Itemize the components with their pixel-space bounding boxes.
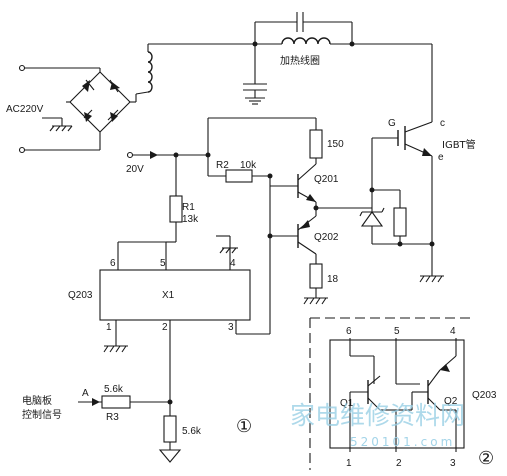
ic-x1: X1 Q203 6 5 4 1 2 3 — [68, 228, 271, 400]
resistor-r2: R2 10k — [207, 155, 273, 183]
resistor-18: 18 — [303, 254, 339, 305]
igbt-gate-label: G — [388, 118, 396, 129]
internal-pin-6: 6 — [346, 326, 352, 337]
ic-pin-4: 4 — [230, 258, 236, 269]
internal-q2-label: Q2 — [444, 396, 458, 407]
heating-coil-label: 加热线圈 — [280, 54, 320, 67]
igbt: G c e IGBT管 — [372, 118, 476, 283]
igbt-label: IGBT管 — [442, 138, 476, 151]
watermark: 家电维修资料网 520101.com — [290, 401, 465, 449]
resistor-150: 150 — [309, 129, 344, 164]
igbt-collector-label: c — [440, 118, 445, 129]
transistor-q202-label: Q202 — [314, 232, 339, 243]
resistor-r2-name: R2 — [216, 160, 229, 171]
resistor-r2-value: 10k — [240, 160, 257, 171]
input-node-label: A — [82, 388, 89, 399]
internal-q1-label: Q1 — [340, 398, 354, 409]
ac-input: AC220V — [6, 64, 73, 154]
resistor-r3-name: R3 — [106, 412, 119, 423]
resistor-r1: R1 13k — [169, 155, 199, 228]
transistor-q201: Q201 — [269, 163, 339, 236]
transistor-q201-label: Q201 — [314, 174, 339, 185]
internal-pin-2: 2 — [396, 458, 402, 469]
transistor-q202: Q202 — [267, 202, 339, 255]
resonant-capacitor — [254, 12, 353, 44]
resistor-pulldown-value: 5.6k — [182, 426, 202, 437]
ac-input-label: AC220V — [6, 104, 44, 115]
choke-inductor — [135, 43, 255, 95]
heating-coil: 加热线圈 — [255, 37, 433, 122]
gate-drive-network — [316, 138, 435, 247]
resistor-r1-name: R1 — [182, 202, 195, 213]
internal-ref-label: Q203 — [472, 390, 497, 401]
ic-pin-2: 2 — [162, 322, 168, 333]
ic-body-label: X1 — [162, 290, 175, 301]
ic-pin-6: 6 — [110, 258, 116, 269]
watermark-url: 520101.com — [350, 435, 455, 449]
bridge-rectifier — [58, 67, 137, 151]
resistor-18-label: 18 — [327, 274, 339, 285]
internal-pin-5: 5 — [394, 326, 400, 337]
supply-rail: 20V — [126, 117, 317, 175]
resistor-150-label: 150 — [327, 139, 344, 150]
resistor-r3-value: 5.6k — [104, 384, 124, 395]
internal-pin-3: 3 — [450, 458, 456, 469]
ic-pin-3: 3 — [228, 322, 234, 333]
dc-supply-label: 20V — [126, 164, 144, 175]
igbt-emitter-label: e — [438, 152, 444, 163]
internal-pin-1: 1 — [346, 458, 352, 469]
input-network: 电脑板 控制信号 A 5.6k R3 5.6k — [22, 384, 202, 463]
ic-pin-5: 5 — [160, 258, 166, 269]
internal-structure: 6 5 4 Q1 Q2 Q203 1 2 3 — [309, 317, 497, 470]
internal-pin-4: 4 — [450, 326, 456, 337]
ic-ref-label: Q203 — [68, 290, 93, 301]
figure-mark-left: ① — [236, 416, 252, 437]
input-signal-line1: 电脑板 — [22, 394, 52, 407]
filter-capacitor — [243, 41, 267, 105]
ic-pin-1: 1 — [106, 322, 112, 333]
watermark-text: 家电维修资料网 — [290, 401, 465, 430]
figure-mark-right: ② — [478, 448, 494, 469]
resistor-r1-value: 13k — [182, 214, 199, 225]
input-signal-line2: 控制信号 — [22, 408, 62, 421]
